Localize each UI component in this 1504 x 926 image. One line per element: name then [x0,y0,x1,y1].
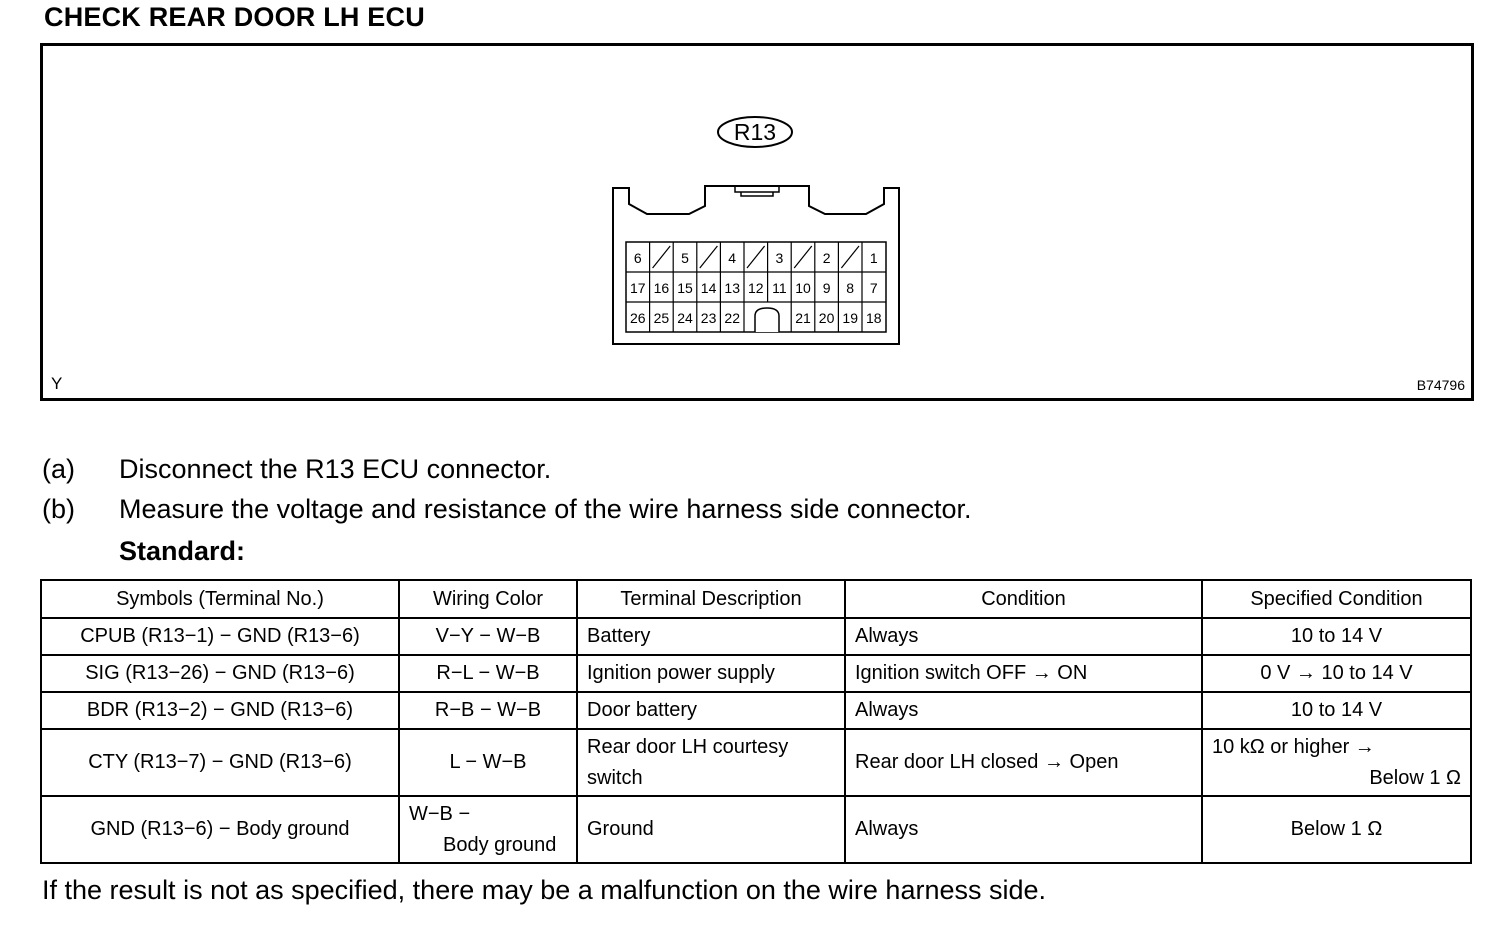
connector-housing [612,185,900,345]
table-row: CTY (R13−7) − GND (R13−6) L − W−B Rear d… [40,728,1472,797]
pin-label: 5 [681,250,689,266]
step-b-text: Measure the voltage and resistance of th… [119,494,972,524]
cell-spec-line-2: Below 1 Ω [1369,766,1461,789]
cell-symbols: GND (R13−6) − Body ground [40,795,400,864]
cell-wiring-color: W−B − Body ground [398,795,578,864]
table-row: BDR (R13−2) − GND (R13−6) R−B − W−B Door… [40,691,1472,730]
pin-blank-slash [840,245,860,269]
header-symbols: Symbols (Terminal No.) [40,579,400,619]
pin-label: 2 [823,250,831,266]
connector-label-oval [717,116,793,148]
cell-condition: Always [844,691,1203,730]
cell-wiring-color-line-2: Body ground [443,833,557,856]
pin-label: 18 [866,310,882,326]
pin-label: 22 [724,310,740,326]
pin-label: 26 [630,310,646,326]
header-specified-condition: Specified Condition [1201,579,1472,619]
pin-label: 12 [748,280,764,296]
step-a-label: (a) [42,454,75,484]
cell-symbols: CTY (R13−7) − GND (R13−6) [40,728,400,797]
pin-label: 24 [677,310,693,326]
figure-number: B74796 [1416,377,1465,393]
page-heading: CHECK REAR DOOR LH ECU [44,2,425,32]
pin-label: 20 [819,310,835,326]
step-a: (a) Disconnect the R13 ECU connector. [42,454,551,485]
table-row: SIG (R13−26) − GND (R13−6) R−L − W−B Ign… [40,654,1472,693]
pin-blank-slash [699,245,718,269]
pin-label: 1 [870,250,878,266]
cell-description: Door battery [576,691,846,730]
cell-spec: Below 1 Ω [1201,795,1472,864]
cell-wiring-color: R−B − W−B [398,691,578,730]
cell-symbols: CPUB (R13−1) − GND (R13−6) [40,617,400,656]
cell-description-line-2: switch [587,766,643,789]
cell-description: Rear door LH courtesy switch [576,728,846,797]
step-b-label: (b) [42,494,75,524]
cell-spec: 10 kΩ or higher → Below 1 Ω [1201,728,1472,797]
pin-label: 16 [654,280,670,296]
standard-label: Standard: [119,536,246,566]
connector-latch-inner [740,192,774,197]
cell-symbols: BDR (R13−2) − GND (R13−6) [40,691,400,730]
connector-label: R13 [734,119,776,145]
pin-label: 8 [846,280,854,296]
pin-label: 13 [724,280,740,296]
pin-blank-slash [793,245,813,269]
pin-label: 14 [701,280,717,296]
pin-label: 21 [795,310,811,326]
cell-wiring-color: V−Y − W−B [398,617,578,656]
connector-latch [734,186,780,193]
cell-symbols: SIG (R13−26) − GND (R13−6) [40,654,400,693]
cell-spec-line-1: 10 kΩ or higher → [1212,735,1375,758]
pin-label: 17 [630,280,646,296]
pin-blank-slash [652,245,671,269]
cell-condition: Ignition switch OFF → ON [844,654,1203,693]
pin-label: 10 [795,280,811,296]
spec-table: Symbols (Terminal No.) Wiring Color Term… [40,579,1472,864]
connector-key-notch [754,307,780,332]
pin-label: 7 [870,280,878,296]
pin-label: 25 [654,310,670,326]
table-row: CPUB (R13−1) − GND (R13−6) V−Y − W−B Bat… [40,617,1472,656]
table-header-row: Symbols (Terminal No.) Wiring Color Term… [40,579,1472,619]
cell-condition: Always [844,617,1203,656]
footnote: If the result is not as specified, there… [42,875,1047,905]
pin-label: 6 [634,250,642,266]
header-wiring-color: Wiring Color [398,579,578,619]
pin-label: 9 [823,280,831,296]
pin-label: 23 [701,310,717,326]
pin-label: 15 [677,280,693,296]
cell-spec: 10 to 14 V [1201,691,1472,730]
pin-label: 11 [772,280,787,296]
step-a-text: Disconnect the R13 ECU connector. [119,454,552,484]
figure-corner-code: Y [51,374,63,393]
pin-label: 19 [842,310,858,326]
cell-wiring-color-line-1: W−B − [409,802,471,825]
cell-spec: 0 V → 10 to 14 V [1201,654,1472,693]
header-condition: Condition [844,579,1203,619]
table-row: GND (R13−6) − Body ground W−B − Body gro… [40,795,1472,864]
step-b: (b) Measure the voltage and resistance of… [42,494,972,525]
cell-wiring-color: R−L − W−B [398,654,578,693]
cell-wiring-color: L − W−B [398,728,578,797]
cell-description: Ignition power supply [576,654,846,693]
cell-spec: 10 to 14 V [1201,617,1472,656]
cell-description: Ground [576,795,846,864]
header-terminal-description: Terminal Description [576,579,846,619]
pin-label: 3 [776,250,784,266]
cell-condition: Rear door LH closed → Open [844,728,1203,797]
cell-condition: Always [844,795,1203,864]
pin-blank-slash [746,245,766,269]
cell-description-line-1: Rear door LH courtesy [587,735,789,758]
cell-description: Battery [576,617,846,656]
pin-label: 4 [728,250,736,266]
